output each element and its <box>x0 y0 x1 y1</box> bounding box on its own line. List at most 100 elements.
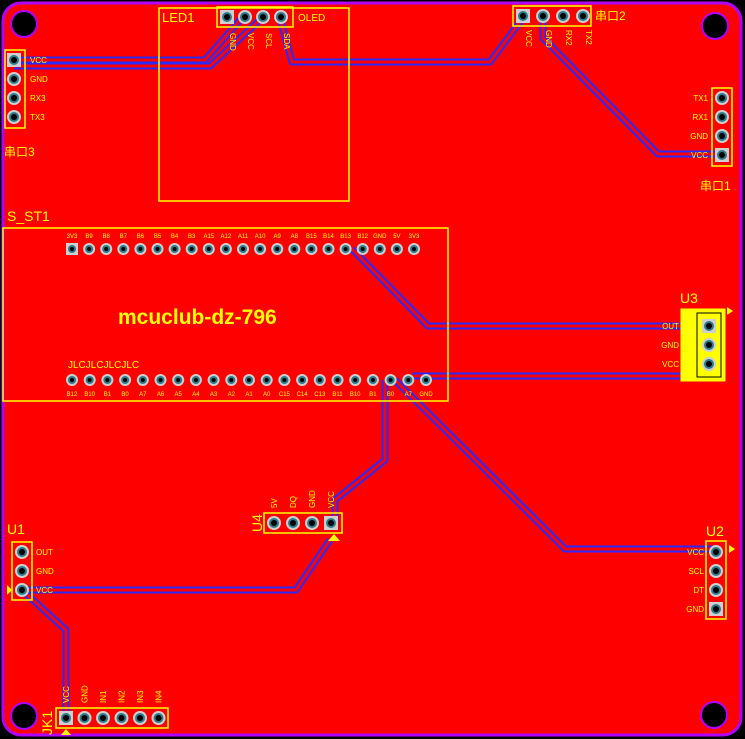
serial1-pin-label: GND <box>690 132 708 141</box>
led1-pin-vcc <box>238 10 252 24</box>
u3-pin-label: OUT <box>662 322 679 331</box>
serial2-pin-label: VCC <box>524 30 533 47</box>
u4-pin-5v <box>267 516 281 530</box>
mcu-top-pin <box>305 243 318 255</box>
jk1-pin-label: IN4 <box>155 690 164 703</box>
mcu-bottom-pin-label: A2 <box>228 392 236 398</box>
u1-pin-label: GND <box>36 567 54 576</box>
mcu-top-pin-label: B9 <box>85 234 93 240</box>
mcu-top-pin <box>168 243 181 255</box>
u1-pin-vcc <box>15 583 29 597</box>
mounting-hole-bottom-left <box>10 702 38 730</box>
serial2-pin-vcc <box>516 9 530 23</box>
mcu-bottom-pin <box>154 374 167 386</box>
jk1-pin-label: IN1 <box>99 690 108 703</box>
jk1-pin-gnd <box>77 711 92 725</box>
mcu-top-pin-label: 3V3 <box>67 234 78 240</box>
mcu-top-pin <box>288 243 301 255</box>
mcu-bottom-pin-label: B10 <box>350 392 361 398</box>
mcu-bottom-pin-label: A6 <box>157 392 165 398</box>
u1-pin-gnd <box>15 564 29 578</box>
mcu-top-pin <box>356 243 369 255</box>
mounting-hole-top-right <box>701 12 729 40</box>
jk1-pin-in4 <box>151 711 166 725</box>
serial1-pin-label: RX1 <box>692 113 708 122</box>
mcu-bottom-pin <box>101 374 114 386</box>
serial2-pin-tx2 <box>576 9 590 23</box>
jk1-pin-label: IN3 <box>136 690 145 703</box>
serial3-pin-label: VCC <box>30 56 47 65</box>
serial2-pin-rx2 <box>556 9 570 23</box>
mcu-top-pin-label: B4 <box>171 234 179 240</box>
serial3-pin-rx3 <box>7 91 21 105</box>
u4-pin-dq <box>286 516 300 530</box>
mounting-hole-top-left <box>10 10 38 38</box>
u3-pin-label: GND <box>661 341 679 350</box>
u2-ref: U2 <box>706 523 724 539</box>
u4-pin-label: DQ <box>289 496 298 508</box>
mcu-bottom-pin <box>189 374 202 386</box>
mcu-top-pin-label: B12 <box>357 234 368 240</box>
u3-pin-label: VCC <box>662 360 679 369</box>
serial3-ref: 串口3 <box>4 145 35 159</box>
mcu-bottom-pin <box>136 374 149 386</box>
mcu-top-pin <box>219 243 232 255</box>
mcu-bottom-pin <box>384 374 397 386</box>
mcu-bottom-pin <box>366 374 379 386</box>
mcu-bottom-pin-label: A7 <box>139 392 147 398</box>
mcu-bottom-pin-label: B1 <box>104 392 112 398</box>
board-title: mcuclub-dz-796 <box>118 306 277 329</box>
serial3-pin-vcc <box>7 53 21 67</box>
mcu-top-pin-label: A8 <box>291 234 299 240</box>
mcu-top-pin <box>134 243 147 255</box>
led1-pin-label: SCL <box>264 33 273 49</box>
u2-pin-dt <box>709 583 723 597</box>
serial3-pin-gnd <box>7 72 21 86</box>
mcu-top-pin-label: GND <box>373 234 387 240</box>
led1-title: OLED <box>298 13 325 24</box>
mcu-bottom-pin-label: A0 <box>263 392 271 398</box>
mcu-bottom-pin <box>243 374 255 386</box>
jk1-pin-in3 <box>133 711 147 725</box>
mcu-bottom-pin <box>207 374 220 386</box>
mcu-top-pin <box>339 243 352 255</box>
serial2-pin-label: TX2 <box>584 30 593 45</box>
mcu-ref: S_ST1 <box>7 208 50 224</box>
jk1-pin-label: VCC <box>62 686 71 703</box>
mcu-bottom-pin-label: C13 <box>314 392 326 398</box>
serial2-pin-gnd <box>536 9 550 23</box>
u1-ref: U1 <box>7 521 25 537</box>
mcu-top-pin-label: 3V3 <box>409 234 420 240</box>
serial1-ref: 串口1 <box>700 179 731 193</box>
mcu-bottom-pin-label: A4 <box>192 392 200 398</box>
mcu-top-pin-label: A9 <box>274 234 282 240</box>
mcu-top-pin-label: B15 <box>306 234 317 240</box>
u4-pin-vcc <box>324 516 338 530</box>
mcu-bottom-pin <box>313 374 326 386</box>
jk1-pin-in2 <box>114 711 129 725</box>
mcu-top-pin <box>390 243 403 255</box>
serial2-pin-label: GND <box>544 30 553 48</box>
mcu-bottom-pin-label: C14 <box>297 392 309 398</box>
mcu-top-pin-label: A10 <box>255 234 266 240</box>
u2-pin-label: DT <box>693 586 704 595</box>
mcu-bottom-pin <box>83 374 96 386</box>
u2-pin-label: SCL <box>688 567 704 576</box>
jk1-pin-in1 <box>96 711 110 725</box>
mcu-bottom-pin <box>420 374 432 386</box>
u1-pin-label: OUT <box>36 548 53 557</box>
mcu-bottom-pin <box>349 374 362 386</box>
u4-pin-gnd <box>305 516 319 530</box>
mcu-bottom-pin-label: C15 <box>279 392 291 398</box>
mcu-top-pin <box>322 243 335 255</box>
mcu-bottom-marker: JLCJLCJLCJLC <box>68 360 139 371</box>
u4-pin-label: VCC <box>327 491 336 508</box>
serial3-pin-label: GND <box>30 75 48 84</box>
mcu-top-pin-label: B8 <box>103 234 111 240</box>
mcu-bottom-pin-label: B12 <box>67 392 78 398</box>
mcu-bottom-pin <box>296 374 309 386</box>
